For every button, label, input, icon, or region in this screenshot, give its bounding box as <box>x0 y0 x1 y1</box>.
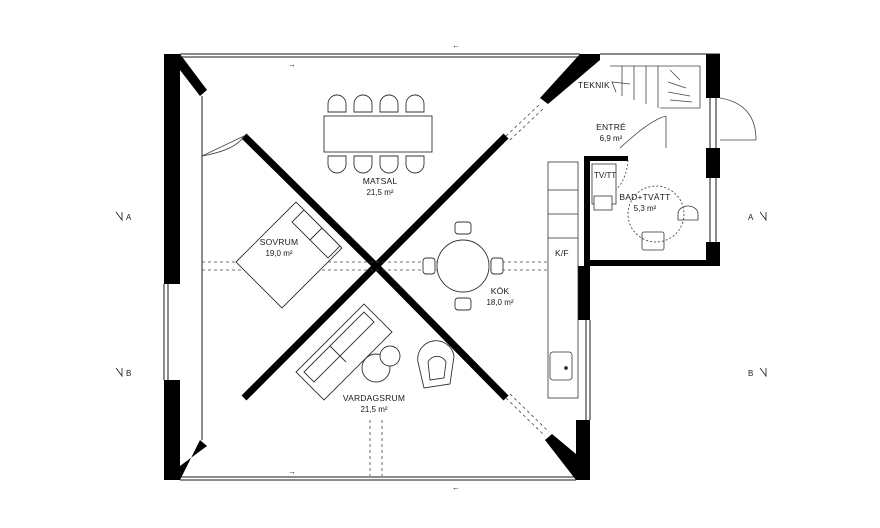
arrow-bottom-inner: → <box>288 467 296 476</box>
dining-table <box>323 94 433 174</box>
label-kf: K/F <box>555 248 569 258</box>
room-label-bad: BAD+TVÄTT <box>619 192 670 202</box>
kitchen-counter <box>547 161 579 399</box>
diagonal-wall-nw <box>241 133 379 269</box>
room-label-entre: ENTRÉ <box>596 122 626 132</box>
diagonal-wall-sw <box>241 263 379 401</box>
room-area-bad: 5,3 m² <box>634 204 657 213</box>
doors <box>201 97 757 201</box>
arrow-top-inner: → <box>288 60 296 69</box>
room-label-vardagsrum: VARDAGSRUM <box>343 393 405 403</box>
wall-bad-bottom <box>584 260 720 266</box>
door-entre-arc <box>619 115 667 149</box>
glazing-lines <box>163 53 720 481</box>
bathroom-fixtures <box>591 163 699 251</box>
dining-chairs-bottom <box>327 155 425 174</box>
room-label-matsal: MATSAL <box>363 176 398 186</box>
wall-bottom-left-corner <box>164 440 207 480</box>
wall-bad-top <box>584 156 628 161</box>
wall-kf-left <box>576 266 590 320</box>
label-tvtt: TV/TT <box>594 171 616 180</box>
arrow-bottom-outer: ← <box>452 483 460 492</box>
exterior-walls <box>164 54 720 480</box>
room-label-sovrum: SOVRUM <box>260 237 299 247</box>
staircase <box>610 65 701 109</box>
section-b-left: B <box>126 369 131 378</box>
coffee-tables <box>361 345 401 383</box>
round-table <box>422 221 504 311</box>
door-sovrum-arc <box>201 135 245 157</box>
sofa <box>295 303 393 401</box>
wall-top-left-corner <box>164 54 207 96</box>
bed <box>235 201 343 309</box>
room-area-vardagsrum: 21,5 m² <box>360 405 387 414</box>
room-area-kok: 18,0 m² <box>486 298 513 307</box>
section-b-right: B <box>748 369 753 378</box>
room-area-sovrum: 19,0 m² <box>265 249 292 258</box>
diagonal-wall-ne <box>373 133 509 269</box>
door-bad-arc <box>599 159 629 201</box>
room-label-kok: KÖK <box>491 286 510 296</box>
label-teknik: TEKNIK <box>578 80 610 90</box>
wall-bad-left <box>584 160 590 266</box>
room-area-matsal: 21,5 m² <box>366 188 393 197</box>
section-markers <box>115 211 767 378</box>
armchair <box>417 340 455 389</box>
section-a-left: A <box>126 213 132 222</box>
room-area-entre: 6,9 m² <box>600 134 623 143</box>
section-a-right: A <box>748 213 754 222</box>
wall-entre-right-top <box>706 54 720 98</box>
wall-entre-right-mid <box>706 148 720 178</box>
wall-left-lower <box>164 380 180 480</box>
arrow-top-outer: ← <box>452 41 460 50</box>
door-exterior-arc <box>719 97 757 141</box>
diagonal-walls <box>241 133 509 401</box>
wall-top-right-stair-corner <box>540 54 600 104</box>
wall-bottom-right-corner <box>545 434 590 480</box>
dining-chairs-top <box>327 94 425 113</box>
diagonal-wall-se <box>373 263 509 401</box>
wall-left-upper <box>164 54 180 284</box>
